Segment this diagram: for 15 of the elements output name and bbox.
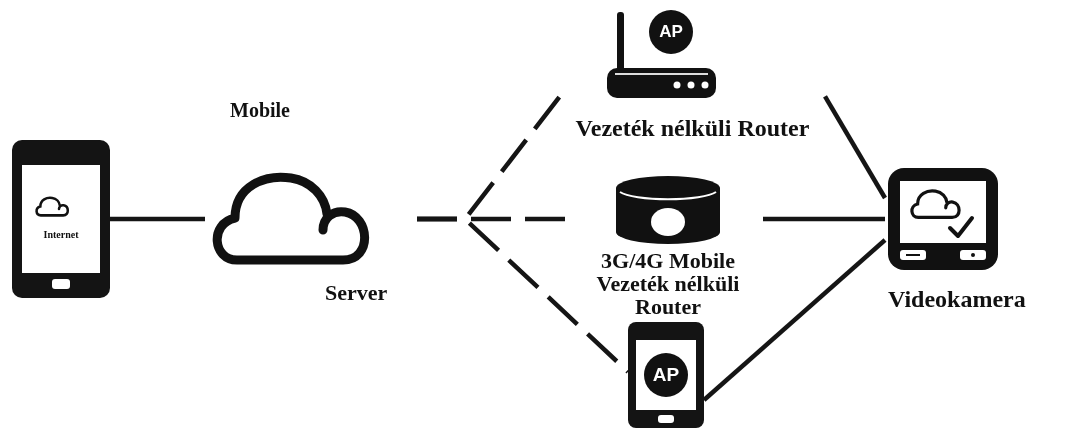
ap-badge: AP	[644, 353, 688, 397]
smartphone-frame	[628, 322, 704, 428]
screen-label: Internet	[42, 229, 80, 241]
connector-line	[417, 216, 630, 374]
connector-line	[110, 216, 205, 222]
node-label: Server	[325, 280, 388, 306]
ap-badge: AP	[649, 10, 693, 54]
node-label: Vezeték nélküli Router	[574, 114, 811, 142]
connector-line	[702, 238, 887, 402]
node-label: Mobile	[230, 98, 290, 122]
node-label: 3G/4G Mobile Vezeték nélküli Router	[595, 249, 741, 318]
connector-line	[763, 216, 885, 222]
smartphone-frame	[12, 140, 110, 298]
node-label: Videokamera	[888, 285, 1026, 313]
connector-line	[823, 95, 887, 200]
